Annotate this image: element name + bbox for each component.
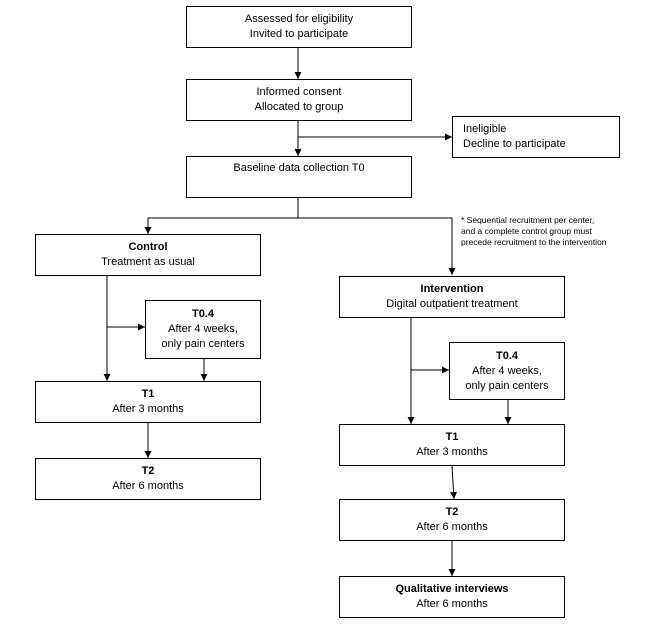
baseline-split-line (144, 198, 299, 234)
arrow-to-intervention (298, 217, 456, 275)
qualitative-interviews-box: Qualitative interviews After 6 months (339, 576, 565, 618)
assessed-line1: Assessed for eligibility (244, 13, 354, 25)
intervention-t1-title: T1 (445, 431, 459, 443)
control-t1-box: T1 After 3 months (35, 381, 261, 423)
control-t2-line1: After 6 months (112, 480, 184, 492)
qualitative-title: Qualitative interviews (395, 583, 509, 595)
intervention-t04-line2: only pain centers (465, 379, 549, 392)
control-t2-title: T2 (141, 465, 155, 477)
control-t04-line2: only pain centers (161, 338, 245, 350)
ineligible-line2: Decline to participate (463, 138, 566, 150)
qualitative-line1: After 6 months (416, 598, 488, 610)
control-t04-box: T0.4 After 4 weeks, only pain centers (145, 300, 261, 359)
footnote-line1: * Sequential recruitment per center, (461, 215, 595, 225)
intervention-box: Intervention Digital outpatient treatmen… (339, 276, 565, 318)
arrow-intervention-t1-to-t2 (450, 465, 458, 500)
intervention-subtitle: Digital outpatient treatment (386, 298, 518, 310)
ineligible-box: Ineligible Decline to participate (452, 116, 620, 158)
consent-line2: Allocated to group (254, 101, 344, 113)
assessed-line2: Invited to participate (249, 28, 349, 40)
intervention-t04-line1: After 4 weeks, (472, 364, 542, 377)
intervention-t2-line1: After 6 months (416, 521, 488, 533)
intervention-title: Intervention (420, 283, 484, 295)
control-t04-title: T0.4 (191, 308, 214, 320)
assessed-box: Assessed for eligibility Invited to part… (186, 6, 412, 48)
baseline-box: Baseline data collection T0 (186, 156, 412, 198)
intervention-t2-title: T2 (445, 506, 459, 518)
intervention-t04-box: T0.4 After 4 weeks, only pain centers (449, 342, 565, 400)
baseline-line1: Baseline data collection T0 (233, 162, 365, 174)
intervention-t1-line1: After 3 months (416, 446, 488, 458)
intervention-t2-box: T2 After 6 months (339, 499, 565, 541)
intervention-t04-title: T0.4 (495, 349, 518, 362)
control-t1-line1: After 3 months (112, 403, 184, 415)
footnote-line3: precede recruitment to the intervention (461, 237, 607, 247)
intervention-t1-box: T1 After 3 months (339, 424, 565, 466)
recruitment-footnote: * Sequential recruitment per center, and… (461, 215, 651, 248)
control-box: Control Treatment as usual (35, 234, 261, 276)
footnote-line2: and a complete control group must (461, 226, 592, 236)
control-subtitle: Treatment as usual (101, 256, 195, 268)
control-t04-line1: After 4 weeks, (168, 323, 238, 335)
control-title: Control (128, 241, 168, 253)
control-t2-box: T2 After 6 months (35, 458, 261, 500)
ineligible-line1: Ineligible (463, 123, 507, 135)
control-t1-title: T1 (141, 388, 155, 400)
consent-box: Informed consent Allocated to group (186, 79, 412, 121)
consent-line1: Informed consent (256, 86, 342, 98)
